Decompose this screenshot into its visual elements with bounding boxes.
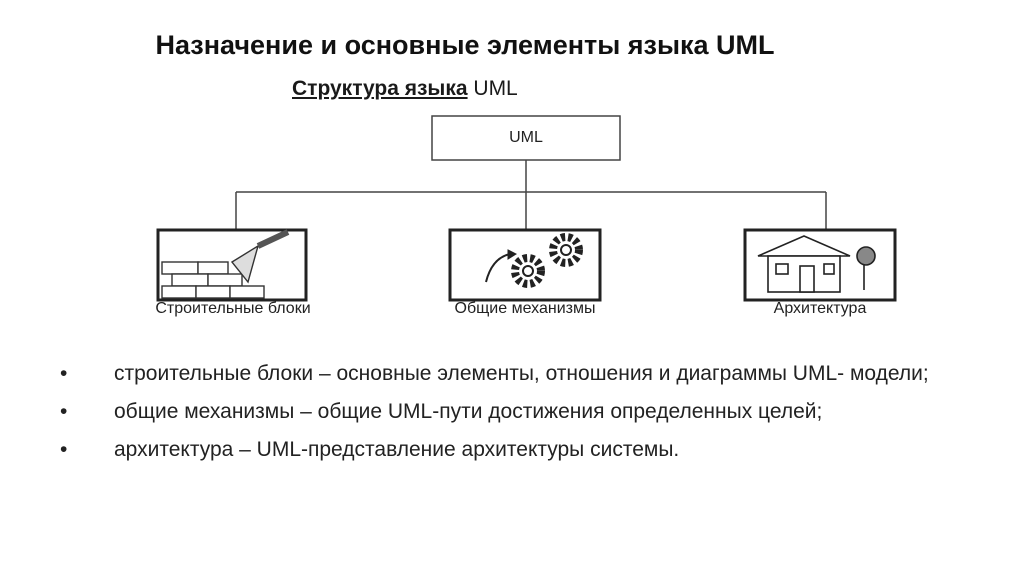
bullet-item: • строительные блоки – основные элементы… <box>60 360 1000 388</box>
root-node-label: UML <box>509 129 543 146</box>
bullet-item: • архитектура – UML-представление архите… <box>60 436 1000 464</box>
slide-subtitle: Структура языка UML <box>292 77 518 101</box>
node-label-common-mechanisms: Общие механизмы <box>454 300 596 317</box>
connectors <box>235 160 827 230</box>
house-icon <box>757 235 876 293</box>
bullet-item: • общие механизмы – общие UML-пути дости… <box>60 398 1000 426</box>
subtitle-bold: Структура языка <box>292 77 468 100</box>
bullet-marker: • <box>60 400 68 423</box>
node-label-architecture: Архитектура <box>773 300 867 317</box>
bullet-marker: • <box>60 362 68 385</box>
gears-icon <box>485 233 583 288</box>
slide-title: Назначение и основные элементы языка UML <box>155 30 775 60</box>
building-blocks-icon <box>161 229 290 299</box>
subtitle-plain: UML <box>467 77 518 100</box>
bullet-text: общие механизмы – общие UML-пути достиже… <box>114 400 823 423</box>
bullet-marker: • <box>60 438 68 461</box>
bullet-text: строительные блоки – основные элементы, … <box>114 362 929 385</box>
root-box <box>431 115 621 161</box>
bullet-list: • строительные блоки – основные элементы… <box>60 360 1000 474</box>
node-label-building-blocks: Строительные блоки <box>155 300 311 317</box>
bullet-text: архитектура – UML-представление архитект… <box>114 438 680 461</box>
